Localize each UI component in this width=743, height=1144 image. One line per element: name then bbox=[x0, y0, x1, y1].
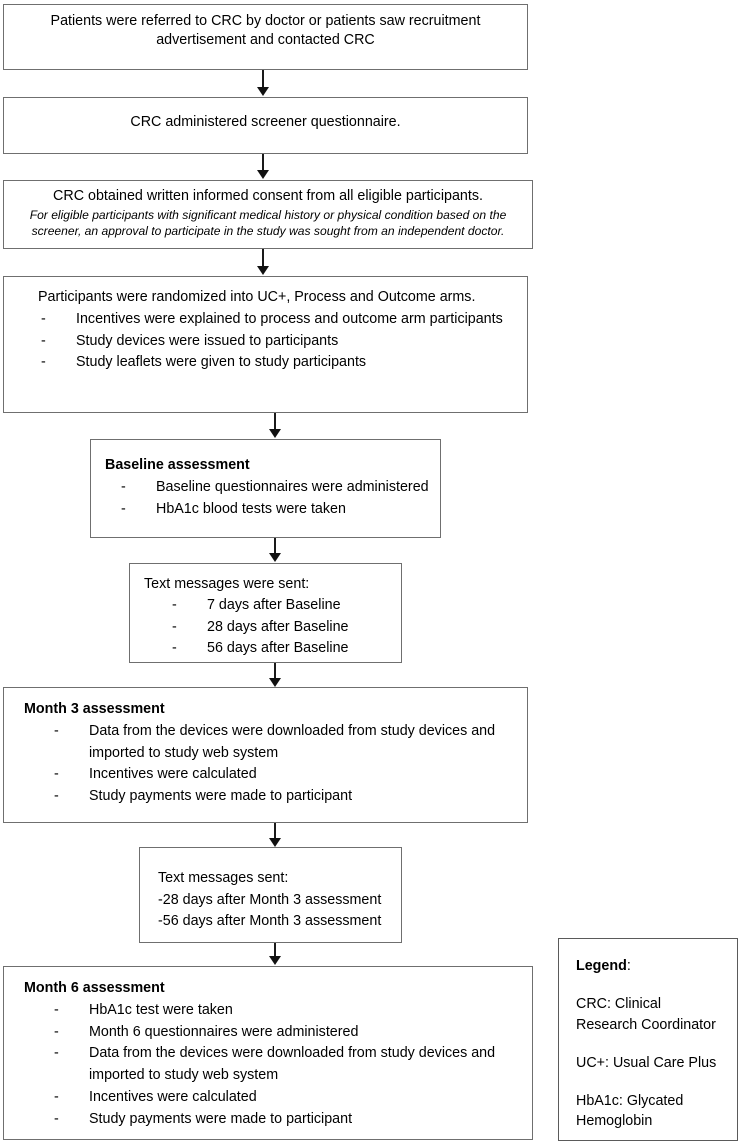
connector-5 bbox=[274, 538, 276, 558]
flow-box-consent-note: For eligible participants with significa… bbox=[29, 208, 507, 238]
legend-title-row: Legend: bbox=[559, 939, 737, 976]
connector-7 bbox=[274, 823, 276, 843]
flow-box-randomization-list: Incentives were explained to process and… bbox=[4, 309, 527, 374]
flow-box-consent: CRC obtained written informed consent fr… bbox=[3, 180, 533, 249]
legend-entry-hba1c: HbA1c: Glycated Hemoglobin bbox=[576, 1093, 684, 1130]
arrowhead-7 bbox=[269, 838, 281, 847]
list-item: HbA1c blood tests were taken bbox=[91, 499, 440, 521]
text-line: -56 days after Month 3 assessment bbox=[158, 913, 382, 930]
flow-box-randomization-title: Participants were randomized into UC+, P… bbox=[38, 289, 476, 305]
flow-box-texts-month3: Text messages sent: -28 days after Month… bbox=[139, 847, 402, 943]
flow-box-consent-title: CRC obtained written informed consent fr… bbox=[53, 188, 483, 204]
list-item: 7 days after Baseline bbox=[142, 595, 401, 617]
flow-box-texts-baseline-title: Text messages were sent: bbox=[144, 576, 310, 592]
list-item: Month 6 questionnaires were administered bbox=[24, 1022, 520, 1044]
legend-box: Legend: CRC: Clinical Research Coordinat… bbox=[558, 938, 738, 1141]
flow-box-screener: CRC administered screener questionnaire. bbox=[3, 97, 528, 154]
connector-1 bbox=[262, 70, 264, 92]
connector-4 bbox=[274, 413, 276, 434]
flow-box-randomization: Participants were randomized into UC+, P… bbox=[3, 276, 528, 413]
arrowhead-3 bbox=[257, 266, 269, 275]
list-item: Incentives were explained to process and… bbox=[11, 309, 527, 331]
flow-box-month3-heading: Month 3 assessment bbox=[24, 701, 165, 717]
list-item: 28 days after Baseline bbox=[142, 617, 401, 639]
list-item: 56 days after Baseline bbox=[142, 638, 401, 660]
list-item: Study payments were made to participant bbox=[24, 1109, 520, 1131]
flow-box-month6: Month 6 assessment HbA1c test were taken… bbox=[3, 966, 533, 1140]
arrowhead-8 bbox=[269, 956, 281, 965]
flow-box-month6-heading: Month 6 assessment bbox=[24, 980, 165, 996]
flow-box-month6-list: HbA1c test were taken Month 6 questionna… bbox=[4, 1000, 532, 1130]
arrowhead-1 bbox=[257, 87, 269, 96]
flow-box-baseline: Baseline assessment Baseline questionnai… bbox=[90, 439, 441, 538]
flow-box-baseline-list: Baseline questionnaires were administere… bbox=[91, 477, 440, 520]
flow-box-baseline-heading: Baseline assessment bbox=[105, 457, 250, 473]
legend-entry-crc: CRC: Clinical Research Coordinator bbox=[576, 996, 716, 1033]
list-item: Study payments were made to participant bbox=[24, 786, 515, 808]
arrowhead-2 bbox=[257, 170, 269, 179]
list-item: Data from the devices were downloaded fr… bbox=[24, 721, 515, 764]
legend-entry-ucplus: UC+: Usual Care Plus bbox=[576, 1054, 717, 1071]
connector-8 bbox=[274, 943, 276, 961]
flow-box-texts-baseline-list: 7 days after Baseline 28 days after Base… bbox=[130, 595, 401, 660]
text-line: -28 days after Month 3 assessment bbox=[158, 891, 382, 908]
list-item: Data from the devices were downloaded fr… bbox=[24, 1043, 520, 1086]
flow-box-texts-month3-title: Text messages sent: bbox=[158, 870, 289, 886]
flow-box-texts-baseline: Text messages were sent: 7 days after Ba… bbox=[129, 563, 402, 663]
connector-3 bbox=[262, 249, 264, 271]
list-item: Study leaflets were given to study parti… bbox=[11, 352, 527, 374]
flow-box-texts-month3-body: Text messages sent: -28 days after Month… bbox=[140, 848, 401, 933]
list-item: Incentives were calculated bbox=[24, 1087, 520, 1109]
list-item: HbA1c test were taken bbox=[24, 1000, 520, 1022]
flow-box-screener-title: CRC administered screener questionnaire. bbox=[130, 114, 401, 130]
connector-6 bbox=[274, 663, 276, 683]
arrowhead-5 bbox=[269, 553, 281, 562]
flow-box-referral-title: Patients were referred to CRC by doctor … bbox=[50, 13, 481, 48]
list-item: Study devices were issued to participant… bbox=[11, 331, 527, 353]
flow-box-referral: Patients were referred to CRC by doctor … bbox=[3, 4, 528, 70]
legend-title-colon: : bbox=[626, 958, 631, 974]
connector-2 bbox=[262, 154, 264, 175]
flow-box-month3-list: Data from the devices were downloaded fr… bbox=[4, 721, 527, 808]
legend-title: Legend bbox=[576, 958, 627, 974]
list-item: Incentives were calculated bbox=[24, 764, 515, 786]
arrowhead-4 bbox=[269, 429, 281, 438]
list-item: Baseline questionnaires were administere… bbox=[91, 477, 440, 499]
flow-box-month3: Month 3 assessment Data from the devices… bbox=[3, 687, 528, 823]
arrowhead-6 bbox=[269, 678, 281, 687]
